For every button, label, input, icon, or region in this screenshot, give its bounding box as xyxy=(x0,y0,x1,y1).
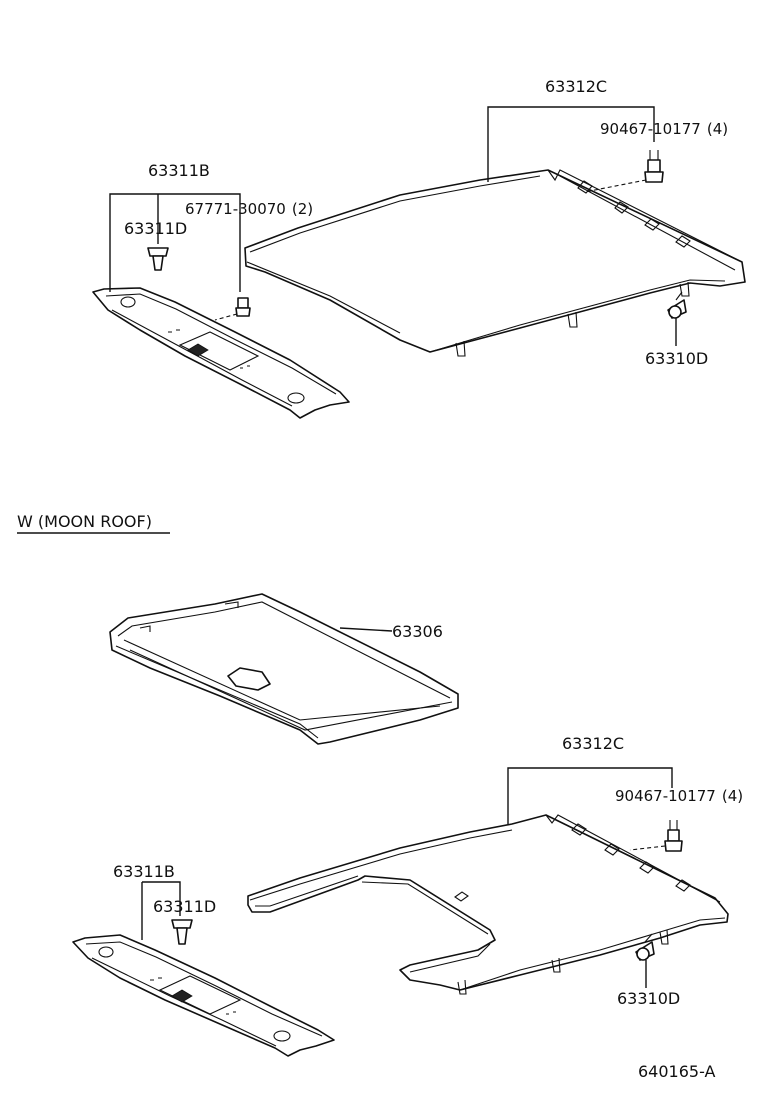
front-trim-label: 63311B xyxy=(148,161,210,180)
front-trim-clip-label: 63311D xyxy=(124,219,187,238)
headlining-label: 63312C xyxy=(562,734,624,753)
clip-icon xyxy=(644,150,664,183)
moon-roof-headlining-part xyxy=(247,814,729,995)
fastener-label: 63310D xyxy=(617,989,680,1008)
front-trim-clip-label: 63311D xyxy=(153,897,216,916)
section-heading: W (MOON ROOF) xyxy=(17,512,152,531)
sunshade-label: 63306 xyxy=(392,622,443,641)
figure-code: 640165-A xyxy=(638,1062,716,1081)
front-trim-part xyxy=(92,287,350,419)
fastener-label: 63310D xyxy=(645,349,708,368)
clip-icon xyxy=(664,820,683,852)
front-trim-label: 63311B xyxy=(113,862,175,881)
moon-roof-section: W (MOON ROOF) 63306 xyxy=(17,512,743,1057)
clip-icon xyxy=(147,247,169,271)
roof-headlining-part xyxy=(244,169,746,357)
sunshade-part xyxy=(109,593,459,745)
fastener-icon xyxy=(667,291,687,319)
clip-label: 90467-10177(4) xyxy=(615,787,743,805)
screw-label: 67771-30070(2) xyxy=(185,200,313,218)
fastener-icon xyxy=(635,933,655,961)
clip-label: 90467-10177(4) xyxy=(600,120,728,138)
screw-icon xyxy=(235,297,251,317)
top-section: 63312C 90467-10177(4) 63310D xyxy=(92,77,746,419)
front-trim-part xyxy=(72,934,335,1057)
clip-icon xyxy=(171,919,193,945)
headlining-label: 63312C xyxy=(545,77,607,96)
